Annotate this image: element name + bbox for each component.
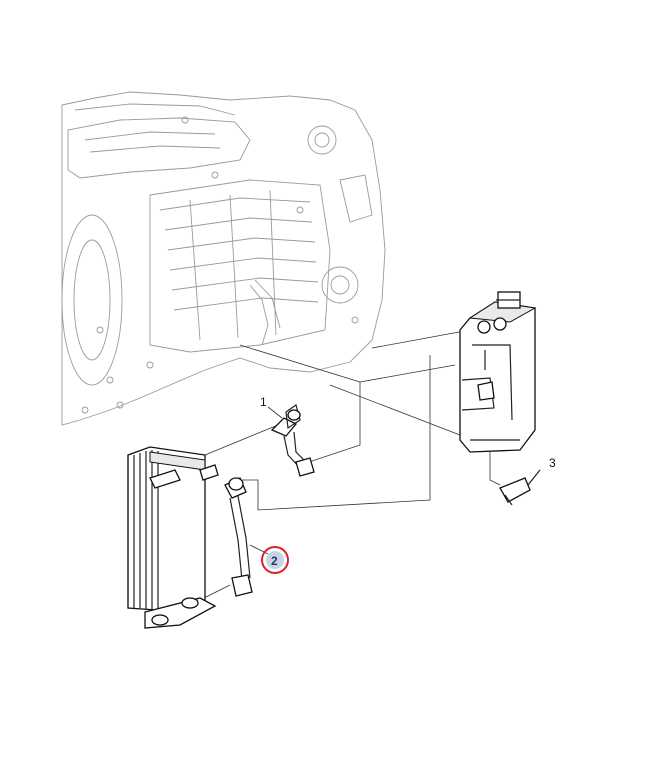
filter-housing	[459, 291, 537, 453]
highlight-fill	[266, 551, 284, 569]
transmission-housing	[61, 91, 386, 426]
bracket	[499, 469, 541, 506]
connection-lines	[199, 329, 501, 601]
callout-label-2: 2	[271, 554, 278, 568]
cooler-line-1	[270, 404, 315, 477]
callout-label-1: 1	[260, 395, 267, 409]
cooler-line-2	[224, 477, 253, 597]
oil-cooler	[127, 446, 219, 629]
highlight-ring	[261, 546, 289, 574]
callout-2-highlight[interactable]: 2	[261, 546, 289, 574]
callout-label-3: 3	[549, 456, 556, 470]
